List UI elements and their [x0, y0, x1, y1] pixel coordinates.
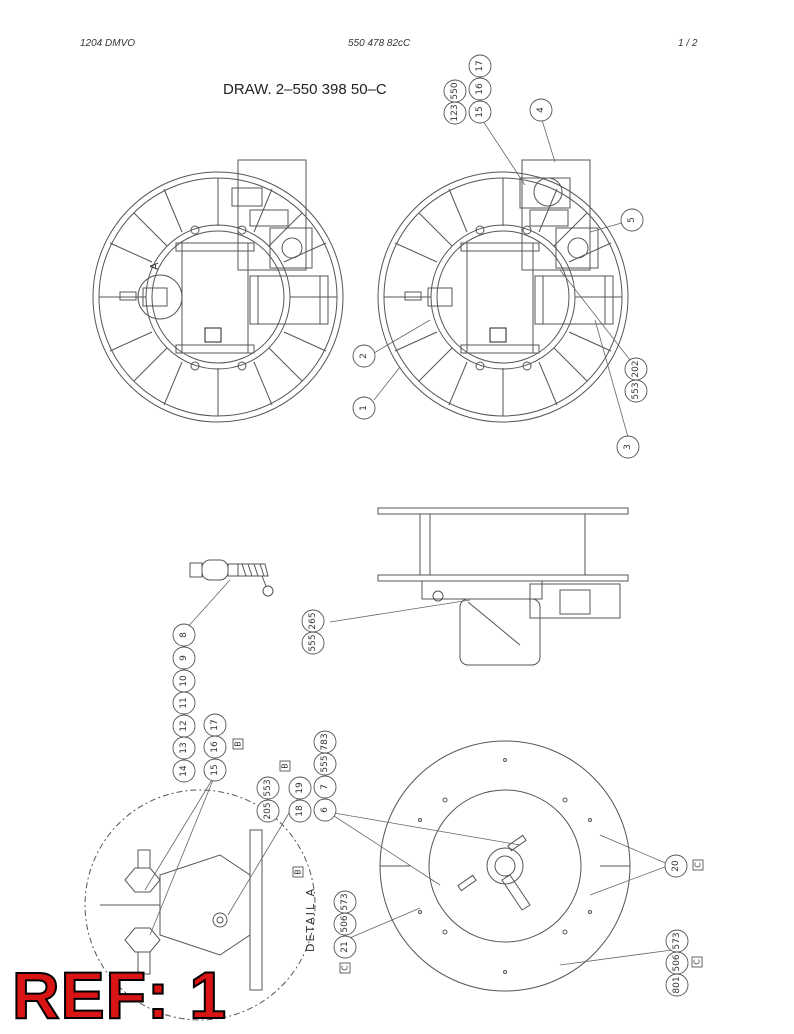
- balloon-b555b: 555: [320, 755, 330, 772]
- balloon-b18: 18: [295, 805, 305, 817]
- leader-lines: [144, 117, 673, 966]
- balloon-b19: 19: [295, 782, 305, 794]
- balloon-circle-b18: [288, 799, 312, 823]
- balloon-circle-b6: [313, 798, 337, 822]
- balloon-circle-b16b: [203, 735, 227, 759]
- balloon-b10: 10: [179, 675, 189, 687]
- balloon-circle-b9: [172, 646, 196, 670]
- reel-front-view-right: [377, 159, 629, 423]
- balloon-b573b: 573: [672, 932, 682, 949]
- balloon-b17a: 17: [475, 60, 485, 71]
- balloon-b21: 21: [340, 941, 350, 952]
- balloon-b7: 7: [320, 784, 330, 790]
- balloon-circle-b2: [352, 344, 376, 368]
- drawing-title: DRAW. 2–550 398 50–C: [223, 81, 387, 98]
- balloon-circle-b7: [313, 775, 337, 799]
- detail-a-label: DETAIL A: [304, 887, 317, 952]
- box-callouts: B B B C C C: [232, 738, 704, 974]
- box-frame-C1: [692, 859, 704, 871]
- balloon-b17b: 17: [210, 719, 220, 730]
- view-label-a: A: [148, 262, 161, 270]
- balloon-b12: 12: [179, 720, 189, 731]
- balloon-circle-b506a: [333, 912, 357, 936]
- header-document-number: 550 478 82cC: [348, 38, 411, 49]
- balloon-b15b: 15: [210, 764, 220, 775]
- balloon-circle-b19: [288, 776, 312, 800]
- header-left-code: 1204 DMVO: [80, 38, 136, 49]
- box-label-B1: B: [234, 741, 243, 747]
- box-frame-B3: [292, 866, 304, 878]
- balloon-b1: 1: [359, 405, 369, 411]
- header-page-indicator: 1 / 2: [678, 38, 698, 49]
- balloon-circle-b13: [172, 736, 196, 760]
- balloon-b16b: 16: [210, 741, 220, 753]
- balloon-circle-b265: [301, 609, 325, 633]
- balloon-circle-b205: [256, 799, 280, 823]
- reel-rear-view: [379, 740, 631, 992]
- hose-fitting-detail: [189, 559, 274, 597]
- balloon-circle-b4: [529, 98, 553, 122]
- balloon-b4: 4: [536, 107, 546, 113]
- box-frame-C3: [339, 962, 351, 974]
- balloon-b11: 11: [179, 697, 189, 708]
- balloon-circle-b15b: [203, 758, 227, 782]
- balloon-b265: 265: [308, 612, 318, 629]
- balloon-b506b: 506: [672, 954, 682, 971]
- balloon-b553b: 553: [263, 779, 273, 796]
- balloon-b13: 13: [179, 742, 189, 753]
- balloon-circle-b550: [443, 79, 467, 103]
- balloon-b20: 20: [671, 860, 681, 872]
- box-label-C3: C: [341, 965, 350, 971]
- box-label-C2: C: [693, 959, 702, 965]
- balloon-circle-b8: [172, 623, 196, 647]
- balloon-b506a: 506: [340, 915, 350, 932]
- balloon-circle-b202: [624, 357, 648, 381]
- reel-side-view: [377, 507, 629, 666]
- detail-a-view: [84, 789, 316, 1021]
- balloon-b14: 14: [179, 765, 189, 777]
- balloon-b202: 202: [631, 360, 641, 377]
- balloon-b123: 123: [450, 104, 460, 121]
- balloon-circle-b16a: [468, 77, 492, 101]
- balloon-circle-b14: [172, 759, 196, 783]
- balloon-b553a: 553: [631, 382, 641, 399]
- balloon-circle-b555b: [313, 752, 337, 776]
- balloon-circle-b17a: [468, 54, 492, 78]
- box-frame-B1: [232, 738, 244, 750]
- balloon-circle-b20: [664, 854, 688, 878]
- balloon-b5: 5: [627, 217, 637, 223]
- balloon-circle-b801: [665, 973, 689, 997]
- reel-front-view-left: [92, 159, 344, 423]
- balloon-b555a: 555: [308, 634, 318, 651]
- box-label-B3: B: [294, 869, 303, 875]
- balloon-circle-b21: [333, 935, 357, 959]
- balloon-b205: 205: [263, 802, 273, 819]
- balloon-circle-b15a: [468, 100, 492, 124]
- box-label-B2: B: [281, 763, 290, 769]
- balloon-circle-b553b: [256, 776, 280, 800]
- balloon-b573a: 573: [340, 893, 350, 910]
- box-frame-C2: [691, 956, 703, 968]
- box-frame-B2: [279, 760, 291, 772]
- balloon-b15a: 15: [475, 106, 485, 117]
- balloon-circle-b3: [616, 435, 640, 459]
- ref-label: REF: 1: [11, 958, 228, 1032]
- balloon-b783: 783: [320, 733, 330, 750]
- balloon-b9: 9: [179, 655, 189, 661]
- balloon-b550: 550: [450, 82, 460, 99]
- balloon-b2: 2: [359, 353, 369, 359]
- box-label-C1: C: [694, 862, 703, 868]
- balloon-b16a: 16: [475, 83, 485, 95]
- balloon-circle-b11: [172, 691, 196, 715]
- balloon-circle-b5: [620, 208, 644, 232]
- balloon-b3: 3: [623, 444, 633, 450]
- balloon-b6: 6: [320, 807, 330, 813]
- balloon-b801: 801: [672, 976, 682, 993]
- balloon-circle-b1: [352, 396, 376, 420]
- balloon-b8: 8: [179, 632, 189, 638]
